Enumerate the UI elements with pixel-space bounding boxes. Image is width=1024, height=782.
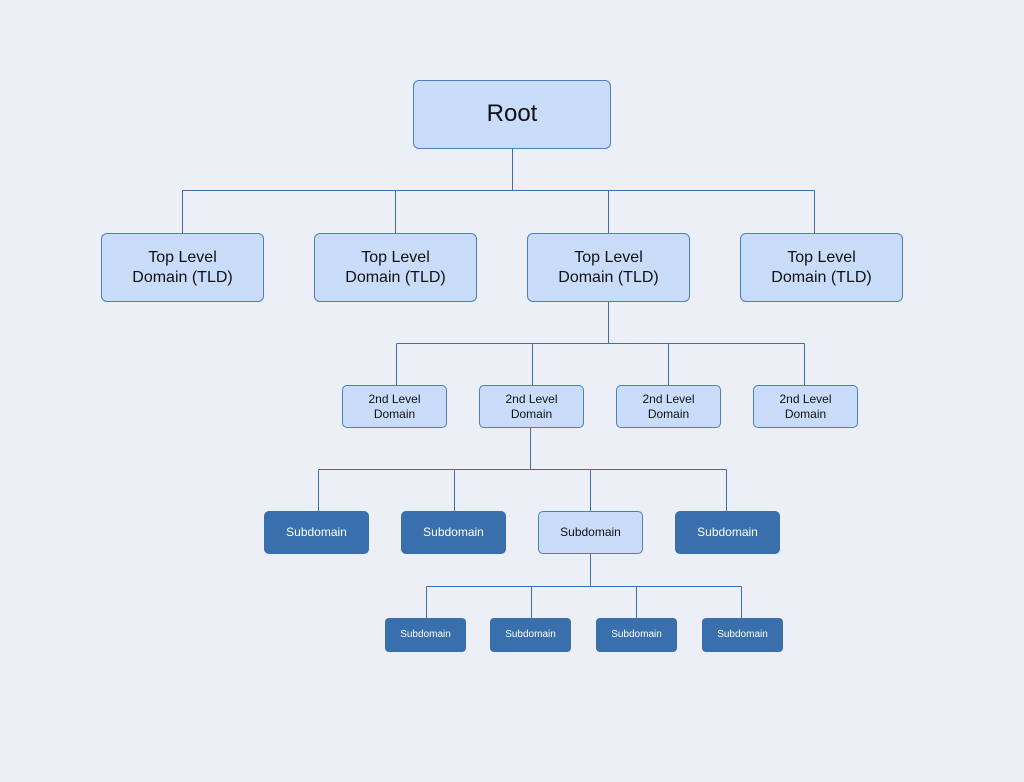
subdomain-label: Subdomain [286, 525, 347, 540]
subdomain-node: Subdomain [264, 511, 369, 554]
tld-label: Top Level Domain (TLD) [345, 249, 446, 286]
second-level-domain-label: 2nd Level Domain [779, 392, 832, 421]
nested-subdomain-node: Subdomain [490, 618, 571, 652]
tld-label: Top Level Domain (TLD) [132, 249, 233, 286]
second-level-domain-label: 2nd Level Domain [368, 392, 421, 421]
nested-subdomain-label: Subdomain [400, 629, 451, 640]
root-label: Root [486, 100, 538, 128]
nested-subdomain-node: Subdomain [702, 618, 783, 652]
subdomain-node: Subdomain [675, 511, 780, 554]
tld-node: Top Level Domain (TLD) [740, 233, 903, 302]
second-level-domain-node: 2nd Level Domain [479, 385, 584, 428]
second-level-domain-node: 2nd Level Domain [616, 385, 721, 428]
second-level-domain-node: 2nd Level Domain [753, 385, 858, 428]
nested-subdomain-node: Subdomain [385, 618, 466, 652]
nested-subdomain-label: Subdomain [505, 629, 556, 640]
subdomain-node-highlighted: Subdomain [538, 511, 643, 554]
nested-subdomain-label: Subdomain [611, 629, 662, 640]
second-level-domain-label: 2nd Level Domain [505, 392, 558, 421]
tld-node: Top Level Domain (TLD) [527, 233, 690, 302]
tld-label: Top Level Domain (TLD) [558, 249, 659, 286]
subdomain-label: Subdomain [423, 525, 484, 540]
nested-subdomain-node: Subdomain [596, 618, 677, 652]
subdomain-label: Subdomain [560, 525, 621, 540]
tld-node: Top Level Domain (TLD) [101, 233, 264, 302]
nested-subdomain-label: Subdomain [717, 629, 768, 640]
second-level-domain-node: 2nd Level Domain [342, 385, 447, 428]
subdomain-label: Subdomain [697, 525, 758, 540]
second-level-domain-label: 2nd Level Domain [642, 392, 695, 421]
tld-label: Top Level Domain (TLD) [771, 249, 872, 286]
root-node: Root [413, 80, 611, 149]
tld-node: Top Level Domain (TLD) [314, 233, 477, 302]
subdomain-node: Subdomain [401, 511, 506, 554]
